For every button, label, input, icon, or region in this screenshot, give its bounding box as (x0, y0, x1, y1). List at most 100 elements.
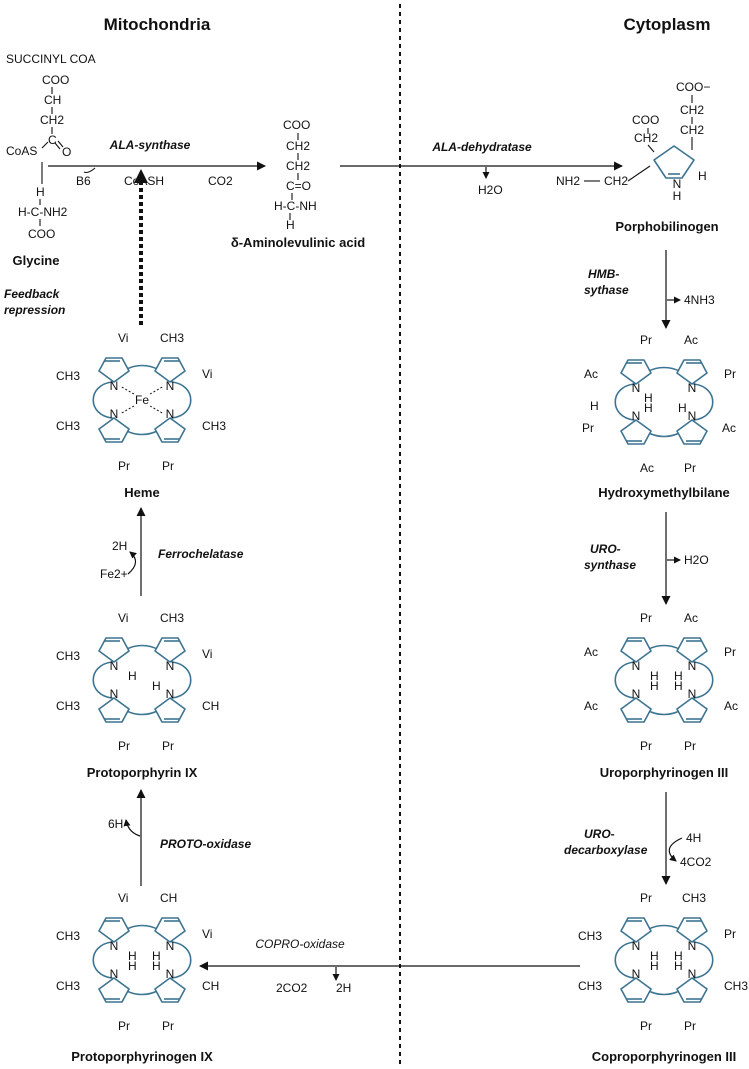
succinyl-coa-structure: COO CH CH2 C O CoAS (6, 73, 71, 159)
uro-synthase-label-2: synthase (584, 558, 636, 572)
h2o-product-2: H2O (684, 553, 709, 567)
svg-text:Pr: Pr (640, 739, 652, 753)
uro-decarboxylase-label-2: decarboxylase (564, 843, 648, 857)
svg-text:CH3: CH3 (56, 369, 80, 383)
svg-text:H: H (674, 959, 683, 973)
svg-text:Ac: Ac (640, 461, 654, 475)
2h-product: 2H (336, 981, 351, 995)
svg-text:N: N (632, 967, 641, 981)
heme-structure: Fe Vi CH3 CH3 Vi CH3 CH3 Pr Pr N N N N (56, 331, 226, 473)
6h-product: 6H (108, 817, 123, 831)
nh3-product: 4NH3 (684, 293, 715, 307)
svg-text:CH2: CH2 (680, 123, 704, 137)
porphobilinogen-structure: N H COO CH2 COO− CH2 CH2 NH2 CH2 H (556, 80, 710, 203)
svg-text:H: H (673, 189, 682, 203)
svg-text:N: N (673, 177, 682, 191)
svg-text:Pr: Pr (162, 739, 174, 753)
svg-text:COO: COO (283, 118, 310, 132)
svg-text:H: H (674, 669, 683, 683)
glycine-structure: H H-C-NH2 COO (18, 162, 68, 241)
protoporphyrinogen-label: Protoporphyrinogen IX (71, 1049, 213, 1064)
ala-synthase-label: ALA-synthase (109, 138, 191, 152)
svg-text:Ac: Ac (724, 699, 738, 713)
svg-text:N: N (632, 939, 641, 953)
svg-text:N: N (688, 409, 697, 423)
svg-text:H: H (650, 949, 659, 963)
svg-text:CoAS: CoAS (6, 144, 37, 158)
svg-text:Ac: Ac (684, 333, 698, 347)
svg-text:COO: COO (28, 227, 55, 241)
svg-text:Vi: Vi (118, 331, 128, 345)
svg-text:Vi: Vi (202, 927, 212, 941)
svg-text:Pr: Pr (684, 1019, 696, 1033)
svg-text:CH3: CH3 (56, 699, 80, 713)
svg-text:Pr: Pr (640, 1019, 652, 1033)
svg-text:Pr: Pr (118, 739, 130, 753)
svg-text:CH3: CH3 (56, 929, 80, 943)
svg-text:N: N (110, 659, 119, 673)
ala-label: δ-Aminolevulinic acid (231, 235, 365, 250)
svg-text:CH3: CH3 (578, 929, 602, 943)
svg-text:H: H (650, 679, 659, 693)
svg-text:N: N (688, 381, 697, 395)
svg-text:CH3: CH3 (202, 419, 226, 433)
ala-structure: COO CH2 CH2 C=O H-C-NH H (274, 118, 317, 232)
svg-text:H: H (590, 399, 599, 413)
feedback-label-2: repression (4, 303, 65, 317)
svg-text:Vi: Vi (202, 647, 212, 661)
svg-text:H: H (128, 959, 137, 973)
svg-text:CH3: CH3 (56, 419, 80, 433)
succinyl-coa-label: SUCCINYL COA (6, 52, 96, 66)
svg-text:CH: CH (160, 891, 177, 905)
svg-text:COO−: COO− (676, 80, 710, 94)
hydroxymethylbilane-label: Hydroxymethylbilane (598, 485, 730, 500)
svg-text:CH3: CH3 (682, 891, 706, 905)
svg-text:N: N (110, 407, 119, 421)
svg-text:H: H (36, 185, 45, 199)
svg-text:COO: COO (42, 73, 69, 87)
svg-text:H: H (650, 669, 659, 683)
hmb-synthase-label-2: sythase (584, 283, 629, 297)
protoporphyrinogen-structure: Vi CH CH3 Vi CH3 CH Pr Pr N N N N H H H … (56, 891, 219, 1033)
uroporphyrinogen-label: Uroporphyrinogen III (600, 765, 729, 780)
svg-text:C: C (48, 133, 57, 147)
svg-text:N: N (166, 379, 175, 393)
svg-text:H: H (128, 949, 137, 963)
svg-text:Pr: Pr (582, 421, 594, 435)
ala-dehydratase-label: ALA-dehydratase (431, 140, 532, 154)
svg-text:H: H (152, 949, 161, 963)
svg-text:Vi: Vi (118, 611, 128, 625)
uro-synthase-label-1: URO- (590, 542, 621, 556)
svg-text:Vi: Vi (202, 367, 212, 381)
hmb-synthase-label-1: HMB- (588, 267, 619, 281)
svg-text:O: O (62, 145, 71, 159)
svg-text:CH3: CH3 (160, 611, 184, 625)
svg-text:H: H (698, 169, 707, 183)
2co2-cofactor: 2CO2 (276, 981, 308, 995)
co2-product-1: CO2 (208, 174, 233, 188)
svg-text:Pr: Pr (118, 1019, 130, 1033)
svg-text:N: N (632, 659, 641, 673)
svg-text:COO: COO (632, 113, 659, 127)
svg-text:CH3: CH3 (578, 979, 602, 993)
svg-text:Pr: Pr (640, 611, 652, 625)
svg-text:H: H (650, 959, 659, 973)
heme-label: Heme (124, 485, 159, 500)
svg-text:N: N (166, 939, 175, 953)
svg-text:N: N (166, 659, 175, 673)
svg-text:N: N (632, 381, 641, 395)
svg-text:H: H (644, 401, 653, 415)
svg-text:Pr: Pr (724, 367, 736, 381)
svg-text:H: H (644, 391, 653, 405)
svg-text:CH3: CH3 (56, 979, 80, 993)
svg-text:Pr: Pr (640, 333, 652, 347)
svg-text:H-C-NH: H-C-NH (274, 199, 317, 213)
svg-text:Fe: Fe (135, 393, 149, 407)
svg-text:CH2: CH2 (604, 174, 628, 188)
mitochondria-header: Mitochondria (104, 15, 211, 34)
svg-text:N: N (688, 659, 697, 673)
proto-oxidase-label: PROTO-oxidase (160, 837, 251, 851)
svg-text:Pr: Pr (118, 459, 130, 473)
protoporphyrin-structure: Vi CH3 CH3 Vi CH3 CH Pr Pr N N N N H H (56, 611, 219, 753)
